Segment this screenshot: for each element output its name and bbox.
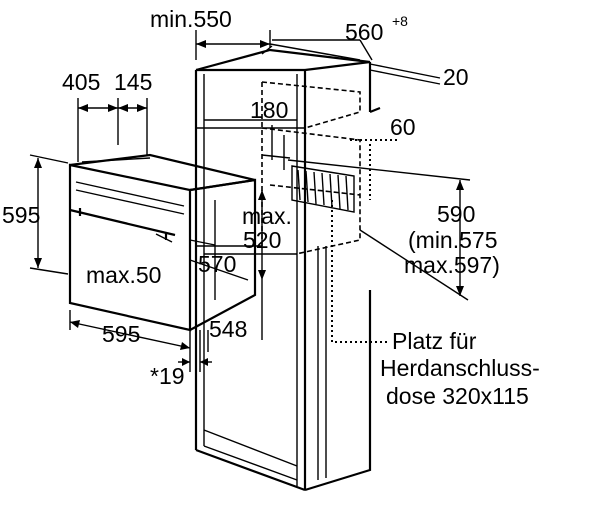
label-560-tolerance: +8	[392, 13, 408, 29]
label-180: 180	[250, 97, 288, 123]
label-595-height: 595	[2, 202, 40, 228]
label-min-575: (min.575	[408, 227, 497, 253]
label-548: 548	[209, 316, 247, 342]
dimension-labels: min.550 560 +8 20 405 145 180 60 595 max…	[2, 6, 540, 409]
label-405: 405	[62, 69, 100, 95]
label-min-550: min.550	[150, 6, 232, 32]
label-590: 590	[437, 201, 475, 227]
label-max-50: max.50	[86, 262, 161, 288]
label-platz-line1: Platz für	[392, 328, 477, 354]
label-max: max.	[242, 203, 292, 229]
label-145: 145	[114, 69, 152, 95]
label-570: 570	[198, 251, 236, 277]
label-560: 560	[345, 19, 383, 45]
label-star-19: *19	[150, 363, 185, 389]
label-platz-line3: dose 320x115	[386, 383, 529, 409]
label-20: 20	[443, 64, 469, 90]
cabinet	[194, 45, 381, 492]
label-520: 520	[243, 227, 281, 253]
dimension-lines	[29, 30, 471, 372]
label-max-597: max.597)	[404, 252, 500, 278]
label-595-width: 595	[102, 321, 140, 347]
label-60: 60	[390, 114, 416, 140]
oven	[68, 153, 257, 332]
ventilation-grille	[291, 165, 355, 213]
label-platz-line2: Herdanschluss-	[380, 355, 540, 381]
